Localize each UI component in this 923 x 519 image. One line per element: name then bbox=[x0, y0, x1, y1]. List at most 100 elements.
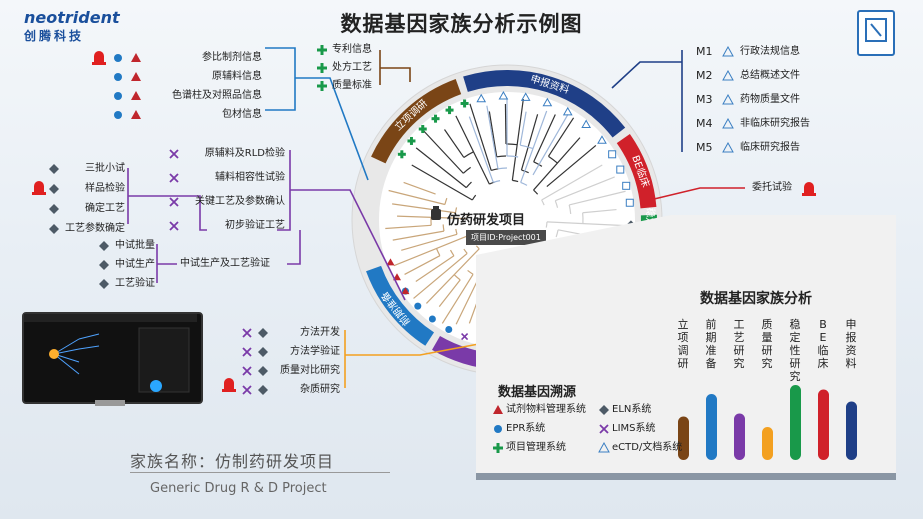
column-label: 立项调研 bbox=[677, 318, 689, 370]
branch-label: 初步验证工艺 bbox=[225, 220, 285, 231]
tree-branch bbox=[532, 114, 569, 176]
panel-title: 数据基因家族分析 bbox=[700, 291, 812, 307]
tree-branch bbox=[486, 105, 499, 169]
circle-icon bbox=[114, 111, 122, 119]
module-code: M4 bbox=[696, 117, 713, 130]
module-code: M1 bbox=[696, 45, 713, 58]
tree-branch bbox=[547, 117, 575, 157]
tree-arc bbox=[475, 245, 480, 250]
module-code: M5 bbox=[696, 141, 713, 154]
module-label: 药物质量文件 bbox=[740, 94, 800, 105]
tree-branch bbox=[388, 189, 446, 206]
column-label: BE临床 bbox=[817, 318, 829, 370]
tree-arc bbox=[568, 204, 572, 214]
column-bar bbox=[846, 401, 857, 460]
analysis-panel bbox=[476, 215, 896, 480]
tree-branch bbox=[455, 115, 490, 185]
company-logo: neotrident 创腾科技 bbox=[24, 8, 120, 44]
tree-branch bbox=[520, 114, 539, 171]
square-icon bbox=[616, 165, 625, 174]
page-title: 数据基因家族分析示例图 bbox=[340, 12, 583, 36]
plus-icon bbox=[434, 114, 438, 123]
cross-icon bbox=[169, 149, 179, 159]
triangle-icon bbox=[131, 91, 141, 100]
column-bar bbox=[678, 416, 689, 460]
tree-arc bbox=[462, 166, 471, 174]
triangle-icon bbox=[131, 72, 141, 81]
laptop-screen bbox=[22, 312, 203, 404]
branch-label: 方法学验证 bbox=[290, 346, 340, 357]
plus-icon bbox=[463, 99, 467, 108]
diamond-icon bbox=[49, 184, 59, 194]
tree-branch bbox=[546, 221, 623, 227]
branch-label: 样品检验 bbox=[85, 183, 125, 194]
tree-arc bbox=[442, 224, 445, 232]
cross-icon bbox=[169, 173, 179, 183]
connector-trial-link bbox=[128, 195, 207, 231]
tree-branch bbox=[444, 129, 465, 158]
connectors bbox=[127, 47, 745, 388]
branch-label: 包材信息 bbox=[222, 109, 262, 120]
hollow-triangle-icon bbox=[722, 94, 734, 105]
circle-icon bbox=[414, 302, 422, 310]
tree-branch bbox=[425, 248, 480, 304]
pilot-main-label: 中试生产及工艺验证 bbox=[180, 258, 270, 269]
tree-arc bbox=[493, 180, 501, 183]
column-bar bbox=[734, 413, 745, 460]
branch-label: 关键工艺及参数确认 bbox=[195, 196, 285, 207]
diamond-icon bbox=[49, 204, 59, 214]
panel-base bbox=[476, 473, 896, 480]
branch-label: 中试批量 bbox=[115, 240, 155, 251]
triangle-icon bbox=[493, 405, 503, 414]
tree-arc bbox=[520, 181, 528, 186]
connector-patent-link bbox=[380, 67, 411, 82]
tree-branch bbox=[504, 104, 507, 145]
branch-label: 中试生产 bbox=[115, 259, 155, 270]
flask-icon bbox=[428, 206, 444, 226]
plus-icon bbox=[409, 136, 413, 145]
connector-prep bbox=[277, 150, 291, 231]
cross-icon bbox=[169, 197, 179, 207]
column-label: 申报资料 bbox=[845, 318, 857, 370]
tree-arc bbox=[545, 221, 548, 228]
cross-icon bbox=[242, 366, 252, 376]
branch-label: 处方工艺 bbox=[332, 62, 372, 73]
diamond-icon bbox=[258, 385, 268, 395]
tree-branch bbox=[392, 230, 445, 241]
connector-pilot-main bbox=[287, 230, 301, 265]
hollow-triangle-icon bbox=[722, 142, 734, 153]
square-icon bbox=[625, 198, 634, 207]
tree-branch bbox=[546, 144, 597, 188]
hollow-triangle-icon bbox=[498, 91, 509, 100]
tree-branch bbox=[541, 164, 603, 201]
connector-method-link bbox=[345, 339, 501, 356]
cross-icon bbox=[461, 332, 469, 341]
branch-label: 原辅料及RLD检验 bbox=[204, 148, 285, 159]
cross-icon bbox=[242, 385, 252, 395]
plus-icon bbox=[493, 443, 503, 453]
diamond-icon bbox=[99, 260, 109, 270]
branch-label: 杂质研究 bbox=[300, 384, 340, 395]
family-name-en: Generic Drug R & D Project bbox=[150, 481, 327, 496]
column-bar bbox=[790, 385, 801, 460]
legend-label: LIMS系统 bbox=[612, 423, 656, 434]
plus-icon bbox=[400, 150, 404, 159]
circle-icon bbox=[494, 425, 502, 433]
circle-icon bbox=[114, 92, 122, 100]
tree-arc bbox=[454, 207, 458, 213]
mindmap-preview bbox=[24, 314, 197, 393]
hollow-triangle-icon bbox=[542, 97, 553, 107]
module-label: 总结概述文件 bbox=[740, 70, 800, 81]
hollow-triangle-icon bbox=[722, 70, 734, 81]
hollow-triangle-icon bbox=[562, 106, 573, 116]
hollow-triangle-icon bbox=[597, 135, 607, 144]
column-label: 工艺研究 bbox=[733, 318, 745, 370]
tree-branch bbox=[411, 164, 473, 201]
tree-branch bbox=[468, 116, 494, 183]
tree-branch bbox=[511, 99, 524, 181]
tree-branch bbox=[533, 137, 581, 191]
branch-label: 方法开发 bbox=[300, 327, 340, 338]
diamond-icon bbox=[49, 164, 59, 174]
tree-branch bbox=[385, 224, 432, 230]
module-code: M3 bbox=[696, 93, 713, 106]
